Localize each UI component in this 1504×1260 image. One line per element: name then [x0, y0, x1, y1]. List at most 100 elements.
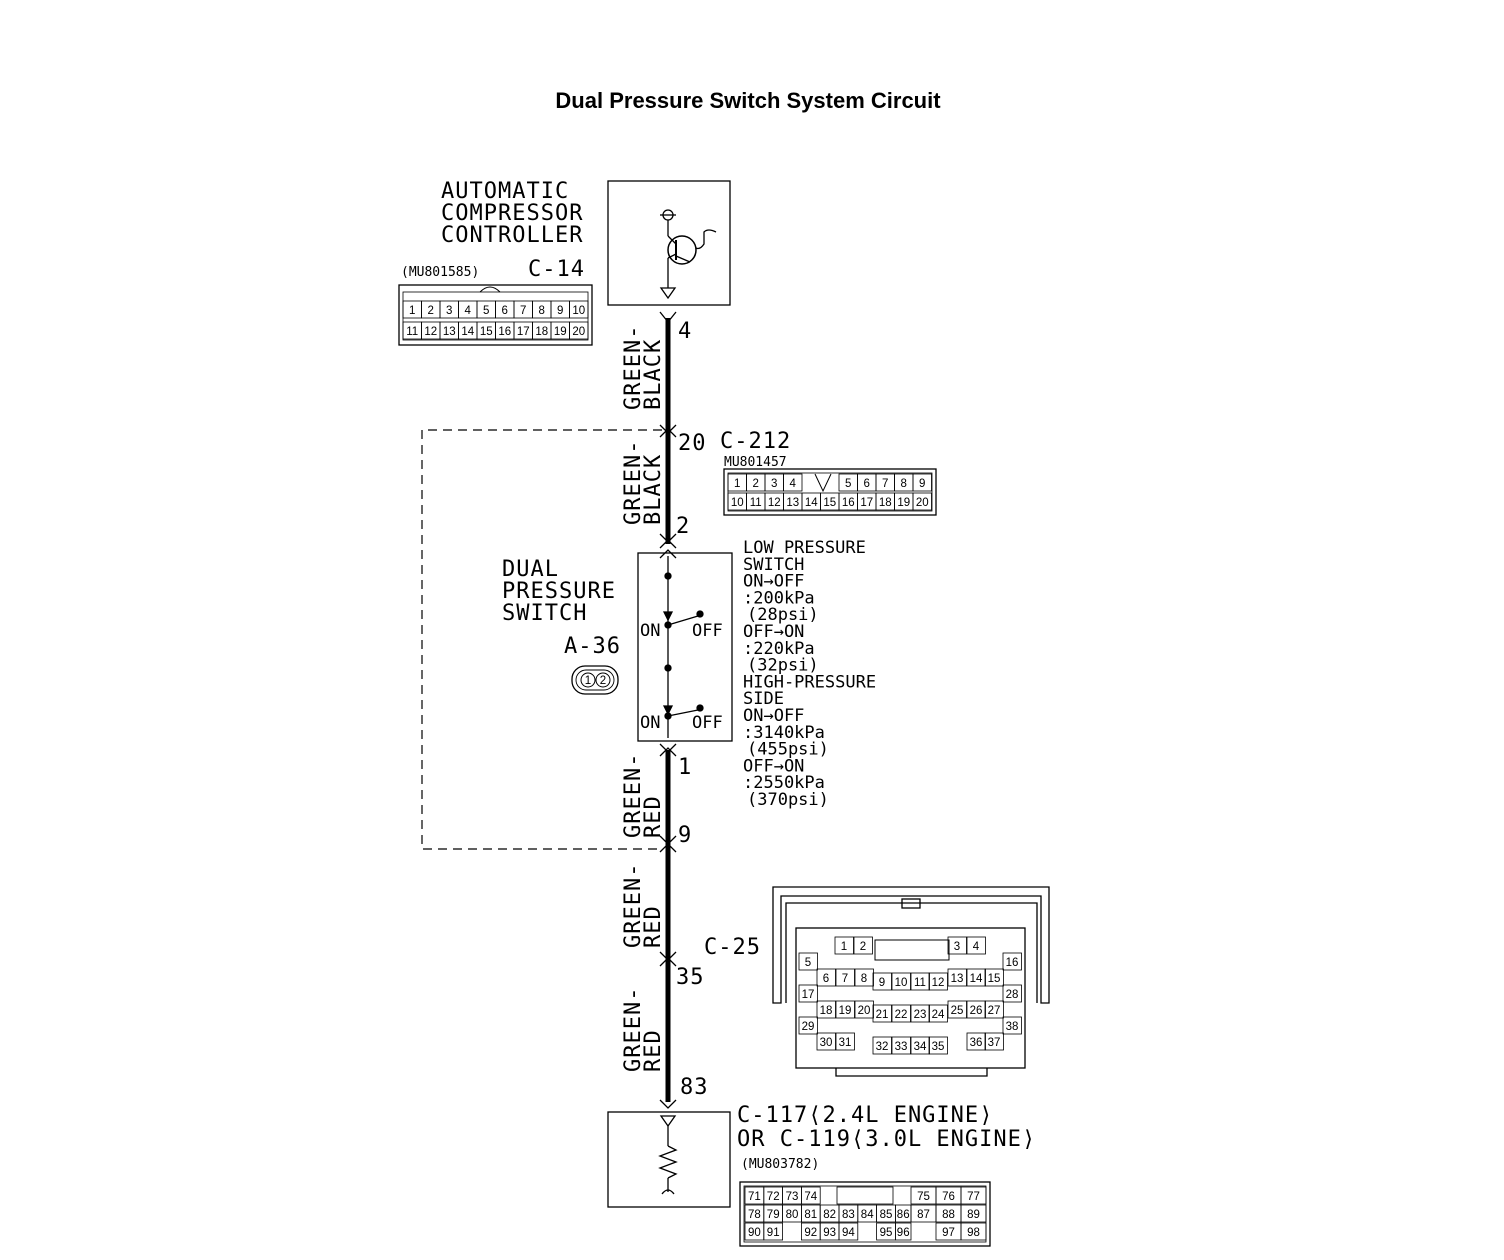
c25-pin-15: 15: [988, 973, 1001, 985]
terminal-20: 20: [678, 431, 707, 456]
ecu-pin-96: 96: [897, 1227, 910, 1239]
ecu-pin-76: 76: [942, 1191, 955, 1203]
c14-cell: [569, 321, 589, 340]
c14-pin-6: 6: [502, 305, 508, 317]
c25-cell: [966, 1000, 986, 1019]
c212-pin-10: 10: [731, 497, 744, 509]
ecu-pin-89: 89: [967, 1209, 980, 1221]
c25-cell: [798, 1016, 818, 1035]
c25-pin-17: 17: [802, 989, 815, 1001]
low-switch-on-label: ON: [640, 621, 660, 641]
a36-connector-id: A-36: [564, 634, 621, 659]
controller-label-line3: CONTROLLER: [441, 223, 583, 248]
c25-cell: [984, 968, 1004, 987]
c25-cell: [1002, 952, 1022, 971]
terminal-4: 4: [678, 319, 692, 344]
c14-pin-4: 4: [465, 305, 472, 317]
c25-cell: [891, 972, 911, 991]
c25-cell: [798, 952, 818, 971]
pressure-note-line: :200kPa: [743, 588, 815, 608]
diagram-title: Dual Pressure Switch System Circuit: [555, 88, 941, 113]
c212-pin-4: 4: [790, 478, 797, 490]
controller-box: [607, 180, 731, 306]
c25-cell: [816, 1000, 836, 1019]
wire-label-2: GREEN- BLACK: [621, 440, 666, 525]
c25-cell: [947, 1000, 967, 1019]
pressure-note-line: :3140kPa: [743, 723, 825, 743]
c212-pin-14: 14: [805, 497, 818, 509]
ecu-pin-75: 75: [917, 1191, 930, 1203]
high-switch-off-label: OFF: [692, 713, 723, 733]
ecu-pin-92: 92: [804, 1227, 817, 1239]
wire-1-color-line1: GREEN-: [621, 325, 646, 410]
c25-pin-27: 27: [988, 1005, 1001, 1017]
ecu-pin-84: 84: [861, 1209, 874, 1221]
c25-pin-32: 32: [876, 1041, 889, 1053]
c25-cell: [816, 1032, 836, 1051]
c212-pin-11: 11: [750, 497, 762, 509]
c25-cell: [853, 936, 873, 955]
pressure-note-line: ON→OFF: [743, 706, 804, 726]
c25-pin-16: 16: [1006, 957, 1019, 969]
ecu-cell: [801, 1186, 821, 1205]
ecu-cell: [895, 1222, 912, 1241]
transistor-icon: [659, 209, 717, 300]
c14-pin-10: 10: [572, 305, 585, 317]
c212-part-number: MU801457: [724, 455, 787, 470]
c25-cell: [834, 936, 854, 955]
c14-pin-9: 9: [557, 305, 563, 317]
c212-pin-20: 20: [916, 497, 929, 509]
wire-1-color-line2: BLACK: [641, 339, 666, 410]
wire-3-color-line2: RED: [641, 795, 666, 838]
c14-pin-20: 20: [572, 326, 585, 338]
ecu-pin-86: 86: [897, 1209, 910, 1221]
dps-label-line3: SWITCH: [502, 601, 587, 626]
engine-control-module: C-117⟨2.4L ENGINE⟩ OR C-119⟨3.0L ENGINE⟩…: [607, 1103, 1035, 1247]
c14-pin-18: 18: [535, 326, 548, 338]
c212-pin-9: 9: [919, 478, 925, 490]
ecu-pin-95: 95: [880, 1227, 893, 1239]
c14-pin-5: 5: [483, 305, 489, 317]
terminal-1: 1: [678, 755, 692, 780]
controller-label-line1: AUTOMATIC: [441, 179, 569, 204]
c25-cell: [984, 1000, 1004, 1019]
c25-pin-13: 13: [951, 973, 964, 985]
c25-pin-5: 5: [805, 957, 811, 969]
wire-label-5: GREEN- RED: [621, 987, 666, 1072]
ecu-pin-74: 74: [804, 1191, 817, 1203]
c25-pin-30: 30: [820, 1037, 833, 1049]
c25-cell: [854, 968, 874, 987]
pressure-note-line: OFF→ON: [743, 622, 804, 642]
c25-cell: [816, 968, 836, 987]
terminal-2: 2: [676, 514, 690, 539]
compressor-controller: AUTOMATIC COMPRESSOR CONTROLLER C-14 (MU…: [398, 179, 731, 346]
c212-pin-19: 19: [897, 497, 910, 509]
ecu-key-block: [836, 1186, 894, 1205]
c25-cell: [947, 968, 967, 987]
c14-pin-19: 19: [554, 326, 567, 338]
c25-pin-34: 34: [914, 1041, 927, 1053]
c25-cell: [910, 1036, 930, 1055]
c212-pin-13: 13: [786, 497, 799, 509]
c25-cell: [928, 972, 948, 991]
c25-pin-22: 22: [895, 1009, 908, 1021]
c25-pin-36: 36: [970, 1037, 983, 1049]
ecu-box: [607, 1111, 731, 1208]
ecu-cell: [960, 1222, 987, 1241]
ecu-part-number: (MU803782): [741, 1157, 819, 1172]
c14-pin-2: 2: [428, 305, 434, 317]
c14-pin-8: 8: [539, 305, 545, 317]
a36-pin-1: 1: [585, 675, 591, 687]
ecu-pin-90: 90: [748, 1227, 761, 1239]
c212-pin-1: 1: [734, 478, 740, 490]
c212-cell: [912, 473, 932, 492]
high-switch-on-label: ON: [640, 713, 660, 733]
c212-pin-7: 7: [882, 478, 888, 490]
c25-cell: [947, 936, 967, 955]
pressure-notes: LOW PRESSURESWITCHON→OFF:200kPa(28psi)OF…: [743, 538, 876, 810]
c25-cell: [835, 1000, 855, 1019]
